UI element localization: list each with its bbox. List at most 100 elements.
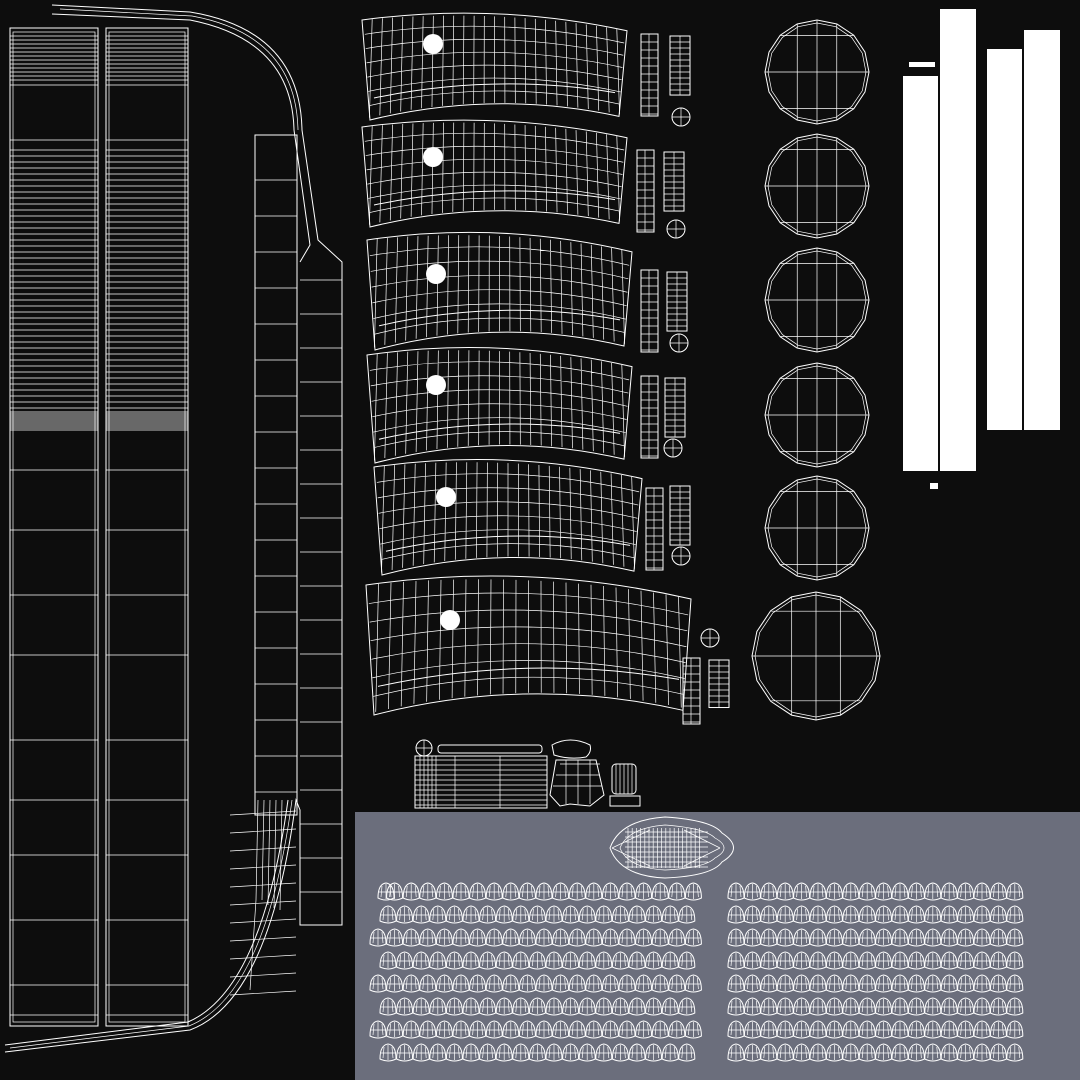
cap-outline bbox=[445, 997, 463, 1016]
cap-island bbox=[661, 951, 679, 970]
cap-outline bbox=[743, 882, 761, 901]
cap-island bbox=[875, 1043, 893, 1062]
cap-island bbox=[842, 1020, 860, 1039]
cap-lines bbox=[745, 1045, 760, 1060]
cap-outline bbox=[528, 905, 546, 924]
cap-lines bbox=[893, 1022, 907, 1037]
cap-outline bbox=[419, 882, 437, 901]
cap-lines bbox=[636, 976, 651, 991]
cap-outline bbox=[924, 905, 942, 924]
cap-lines bbox=[397, 907, 412, 922]
arch-seam bbox=[373, 83, 616, 99]
cap-lines bbox=[843, 999, 858, 1014]
cap-outline bbox=[485, 1020, 503, 1039]
cap-lines bbox=[876, 976, 891, 991]
cap-island bbox=[412, 997, 430, 1016]
cap-outline bbox=[618, 1020, 636, 1039]
disc-lines bbox=[752, 592, 880, 720]
strip-pair-6 bbox=[682, 628, 730, 725]
cap-lines bbox=[958, 1045, 973, 1060]
cap-lines bbox=[620, 930, 634, 945]
cap-island bbox=[957, 997, 975, 1016]
cap-outline bbox=[545, 951, 563, 970]
cap-lines bbox=[860, 976, 875, 991]
cap-outline bbox=[875, 1020, 893, 1039]
cap-lines bbox=[958, 999, 973, 1014]
cap-outline bbox=[727, 1020, 745, 1039]
cap-lines bbox=[860, 907, 875, 922]
cap-island bbox=[684, 1020, 702, 1039]
cap-outline bbox=[1006, 951, 1024, 970]
strip-pair-2 bbox=[636, 149, 686, 239]
cap-lines bbox=[420, 1022, 435, 1037]
ribbon-segments bbox=[229, 179, 342, 996]
cap-island bbox=[776, 951, 794, 970]
cap-island bbox=[793, 974, 811, 993]
cap-island bbox=[809, 1020, 827, 1039]
cap-outline bbox=[973, 928, 991, 947]
cap-lines bbox=[387, 1022, 402, 1037]
cap-lines bbox=[679, 1045, 694, 1060]
cap-island bbox=[825, 905, 843, 924]
cap-lines bbox=[503, 976, 518, 991]
cap-lines bbox=[876, 999, 891, 1014]
cap-outline bbox=[528, 997, 546, 1016]
cap-island bbox=[743, 882, 761, 901]
cap-outline bbox=[743, 928, 761, 947]
cap-outline bbox=[435, 882, 453, 901]
cap-island bbox=[727, 1020, 745, 1039]
cap-island bbox=[1006, 1043, 1024, 1062]
cap-island bbox=[809, 1043, 827, 1062]
cap-outline bbox=[377, 882, 395, 901]
cap-lines bbox=[778, 1045, 793, 1060]
cap-outline bbox=[776, 905, 794, 924]
cap-island bbox=[562, 1043, 580, 1062]
arch-island-5 bbox=[373, 459, 643, 576]
cap-island bbox=[940, 974, 958, 993]
cap-outline bbox=[502, 1020, 520, 1039]
cap-outline bbox=[518, 974, 536, 993]
cap-outline bbox=[668, 882, 686, 901]
cap-outline bbox=[535, 1020, 553, 1039]
cap-lines bbox=[958, 1022, 973, 1037]
cap-outline bbox=[419, 974, 437, 993]
cap-lines bbox=[497, 953, 512, 968]
cap-island bbox=[924, 1020, 942, 1039]
strip-knob-cross bbox=[664, 439, 682, 457]
cap-island bbox=[825, 951, 843, 970]
cap-island bbox=[445, 997, 463, 1016]
cap-outline bbox=[825, 1020, 843, 1039]
cap-island bbox=[462, 905, 480, 924]
cap-island bbox=[429, 1043, 447, 1062]
cap-lines bbox=[827, 907, 842, 922]
cap-outline bbox=[635, 974, 653, 993]
cap-lines bbox=[909, 999, 924, 1014]
cap-island bbox=[562, 905, 580, 924]
cap-outline bbox=[535, 974, 553, 993]
cap-lines bbox=[454, 1022, 468, 1037]
cap-island bbox=[842, 928, 860, 947]
cap-lines bbox=[794, 976, 809, 991]
strip-a bbox=[640, 375, 659, 459]
cap-island bbox=[727, 882, 745, 901]
cap-island bbox=[651, 882, 669, 901]
cap-outline bbox=[989, 1043, 1007, 1062]
cap-island bbox=[776, 1043, 794, 1062]
cap-island bbox=[462, 997, 480, 1016]
cap-island bbox=[858, 905, 876, 924]
cap-lines bbox=[975, 976, 989, 991]
cap-island bbox=[485, 928, 503, 947]
cap-outline bbox=[462, 1043, 480, 1062]
cap-island bbox=[535, 974, 553, 993]
cap-lines bbox=[794, 930, 809, 945]
cap-island bbox=[875, 1020, 893, 1039]
strip-pair-5 bbox=[645, 485, 691, 571]
cap-lines bbox=[547, 1045, 561, 1060]
cap-island bbox=[618, 1020, 636, 1039]
cap-island bbox=[973, 951, 991, 970]
cap-outline bbox=[645, 997, 663, 1016]
cap-lines bbox=[420, 884, 435, 899]
cap-outline bbox=[485, 974, 503, 993]
cap-lines bbox=[909, 907, 924, 922]
cap-island bbox=[760, 997, 778, 1016]
